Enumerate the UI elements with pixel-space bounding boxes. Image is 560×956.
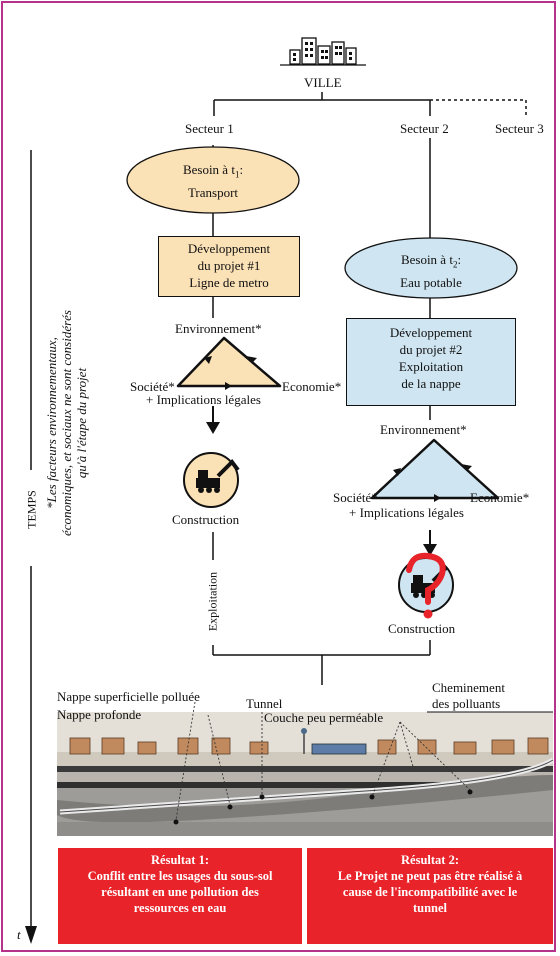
cross-section xyxy=(57,701,555,836)
time-variable: t xyxy=(17,927,21,942)
project-2-box: Développement du projet #2 Exploitation … xyxy=(346,318,516,406)
environment-1-label: Environnement* xyxy=(175,321,262,336)
project-1-box: Développement du projet #1 Ligne de metr… xyxy=(158,236,300,297)
city-label: VILLE xyxy=(304,75,342,90)
tunnel-label: Tunnel xyxy=(246,696,283,711)
society-1-label: Société* xyxy=(130,379,175,394)
society-2-label: Société* xyxy=(333,490,378,505)
sector-1-label: Secteur 1 xyxy=(185,121,234,136)
pollutant-path-label-1: Cheminement xyxy=(432,680,505,695)
city-icon xyxy=(280,37,366,66)
need-2-text: Besoin à t2: Eau potable xyxy=(400,252,462,290)
triangle-1 xyxy=(176,336,282,388)
low-permeability-label: Couche peu perméable xyxy=(264,710,384,725)
construction-2-label: Construction xyxy=(388,621,456,636)
factors-note: *Les facteurs environnementaux, économiq… xyxy=(44,310,89,537)
legal-2-label: + Implications légales xyxy=(349,505,464,520)
shallow-aquifer-label: Nappe superficielle polluée xyxy=(57,689,200,704)
result-2-box: Résultat 2: Le Projet ne peut pas être r… xyxy=(307,848,553,944)
economy-1-label: Economie* xyxy=(282,379,342,394)
sector-2-label: Secteur 2 xyxy=(400,121,449,136)
result-1-box: Résultat 1: Conflit entre les usages du … xyxy=(58,848,302,944)
economy-2-label: Economie* xyxy=(470,490,530,505)
time-arrow-head xyxy=(25,926,37,944)
exploitation-label: Exploitation xyxy=(205,571,220,632)
time-label: TEMPS xyxy=(24,490,39,529)
construction-1-label: Construction xyxy=(172,512,240,527)
sector-3-label: Secteur 3 xyxy=(495,121,544,136)
environment-2-label: Environnement* xyxy=(380,422,467,437)
need-2-ellipse xyxy=(344,237,518,299)
pollutant-path-label-2: des polluants xyxy=(432,696,501,711)
excavator-icon-1 xyxy=(183,452,240,508)
need-1-text: Besoin à t1: Transport xyxy=(182,162,244,200)
deep-aquifer-label: Nappe profonde xyxy=(57,707,142,722)
legal-1-label: + Implications légales xyxy=(146,392,261,407)
excavator-question-icon xyxy=(398,552,454,619)
